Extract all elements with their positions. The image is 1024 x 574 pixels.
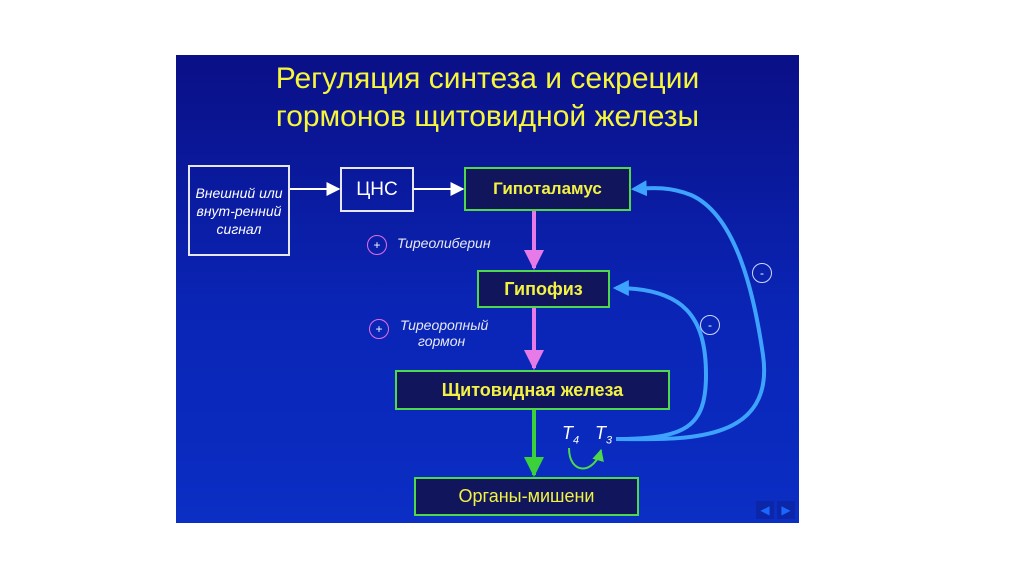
slide: Регуляция синтеза и секреции гормонов щи…	[176, 55, 799, 523]
tsh-label-line2: гормон	[418, 333, 466, 349]
prev-slide-button[interactable]: ◀	[756, 501, 774, 519]
triangle-right-icon: ▶	[781, 503, 791, 517]
cns-box: ЦНС	[340, 167, 414, 212]
external-internal-signal-box: Внешний или внут-ренний сигнал	[188, 165, 290, 256]
arrow-feedback-to-pituitary	[612, 280, 709, 441]
plus-sign-tsh: +	[369, 319, 389, 339]
arrow-t4-to-t3-conversion	[568, 447, 604, 470]
plus-sign-trh: +	[367, 235, 387, 255]
target-organs-box: Органы-мишени	[414, 477, 639, 516]
slide-title-line1: Регуляция синтеза и секреции	[275, 62, 700, 95]
thyroid-gland-box: Щитовидная железа	[395, 370, 670, 410]
t4-label: T4	[562, 423, 580, 447]
diagram-arrows	[290, 180, 767, 477]
hypothalamus-box: Гипоталамус	[464, 167, 631, 211]
minus-sign-pituitary-feedback: -	[700, 315, 720, 335]
slide-title-line2: гормонов щитовидной железы	[275, 100, 700, 133]
trh-label: Тиреолиберин	[397, 235, 491, 251]
t3-label: T3	[595, 423, 613, 447]
arrow-feedback-to-hypothalamus	[615, 180, 767, 442]
minus-sign-hypothalamus-feedback: -	[752, 263, 772, 283]
tsh-label-line1: Тиреоропный	[400, 317, 489, 333]
next-slide-button[interactable]: ▶	[777, 501, 795, 519]
pituitary-box: Гипофиз	[477, 270, 610, 308]
triangle-left-icon: ◀	[760, 503, 770, 517]
